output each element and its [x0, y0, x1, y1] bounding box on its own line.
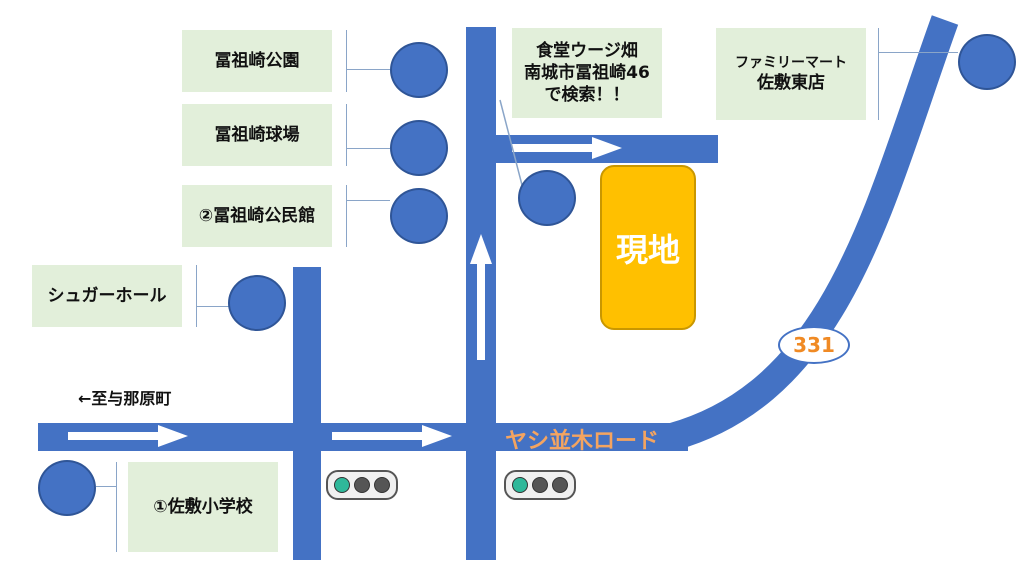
leader-field [346, 104, 347, 166]
signal-lamp-off [354, 477, 370, 493]
restaurant-leader-line [499, 99, 523, 186]
label-restaurant: 食堂ウージ畑 南城市冨祖崎46 で検索！！ [512, 28, 662, 118]
leader-familymart [878, 28, 879, 120]
left-vertical-road [293, 267, 321, 560]
traffic-signal-right [504, 470, 576, 500]
pin-school [38, 460, 96, 516]
signal-lamp-green [334, 477, 350, 493]
restaurant-search-note: で検索！！ [544, 85, 630, 106]
label-community-hall: ②冨祖崎公民館 [182, 185, 332, 247]
label-fusozaki-park: 冨祖崎公園 [182, 30, 332, 92]
road-name-label: ヤシ並木ロード [505, 429, 660, 454]
signal-lamp-green [512, 477, 528, 493]
traffic-signal-left [326, 470, 398, 500]
pin-fusozaki-field [390, 120, 448, 176]
leader-sugar-h [196, 306, 230, 307]
leader-field-h [346, 148, 390, 149]
label-familymart: ファミリーマート 佐敷東店 [716, 28, 866, 120]
leader-hall-h [346, 200, 390, 201]
arrow-north [470, 234, 492, 360]
restaurant-name: 食堂ウージ畑 [536, 40, 638, 61]
route-331-road [668, 15, 959, 451]
label-school: ①佐敷小学校 [128, 462, 278, 552]
pin-community-hall [390, 188, 448, 244]
direction-label: ←至与那原町 [78, 389, 172, 408]
leader-school [116, 462, 117, 552]
site-marker: 現地 [600, 165, 696, 330]
familymart-branch: 佐敷東店 [757, 73, 825, 94]
leader-sugar [196, 265, 197, 327]
pin-restaurant [518, 170, 576, 226]
leader-familymart-h [878, 52, 958, 53]
arrow-east-1 [68, 425, 188, 447]
signal-lamp-off [374, 477, 390, 493]
arrow-east-2 [332, 425, 452, 447]
label-sugar-hall: シュガーホール [32, 265, 182, 327]
leader-park-h [346, 69, 390, 70]
pin-familymart [958, 34, 1016, 90]
label-fusozaki-field: 冨祖崎球場 [182, 104, 332, 166]
route-number: 331 [793, 333, 835, 357]
pin-fusozaki-park [390, 42, 448, 98]
signal-lamp-off [532, 477, 548, 493]
signal-lamp-off [552, 477, 568, 493]
leader-school-h [96, 486, 116, 487]
restaurant-address: 南城市冨祖崎46 [524, 62, 650, 83]
leader-park [346, 30, 347, 92]
arrow-east-branch [512, 137, 622, 159]
leader-hall [346, 185, 347, 247]
familymart-name: ファミリーマート [735, 54, 847, 71]
site-label: 現地 [615, 230, 680, 269]
route-331-shield: 331 [778, 326, 850, 364]
pin-sugar-hall [228, 275, 286, 331]
